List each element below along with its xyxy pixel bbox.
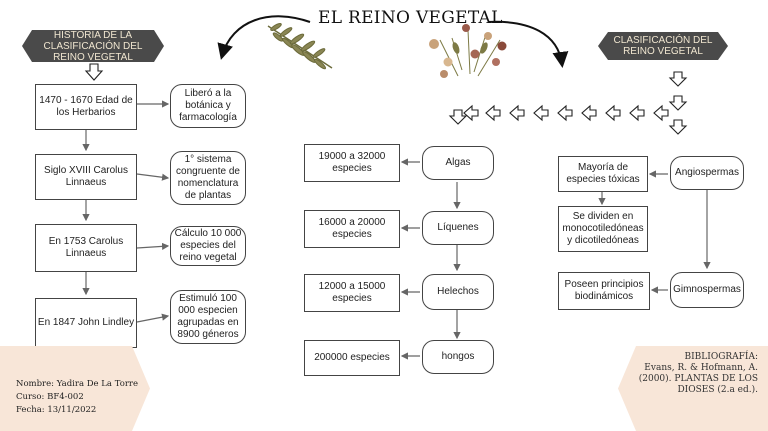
gimnospermas-note: Poseen principios biodinámicos	[558, 272, 650, 310]
author-date: Fecha: 13/11/2022	[16, 404, 138, 417]
species-count-algas: 19000 a 32000 especies	[304, 144, 400, 182]
history-event-1: 1470 - 1670 Edad de los Herbarios	[35, 84, 137, 130]
left-header: HISTORIA DE LA CLASIFICACIÓN DEL REINO V…	[22, 30, 164, 62]
angiospermas-note-division: Se dividen en monocotiledóneas y dicotil…	[558, 206, 648, 252]
author-name: Nombre: Yadira De La Torre	[16, 378, 138, 391]
gimnospermas-node: Gimnospermas	[670, 272, 744, 308]
species-count-helechos: 12000 a 15000 especies	[304, 274, 400, 312]
group-liquenes: Líquenes	[422, 211, 494, 245]
history-detail-1: Liberó a la botánica y farmacología	[170, 84, 246, 128]
author-course: Curso: BF4-002	[16, 391, 138, 404]
group-algas: Algas	[422, 146, 494, 180]
history-detail-4: Estimuló 100 000 especien agrupadas en 8…	[170, 290, 246, 344]
history-event-2: Siglo XVIII Carolus Linnaeus	[35, 154, 137, 200]
history-event-3: En 1753 Carolus Linnaeus	[35, 224, 137, 272]
history-detail-2: 1° sistema congruente de nomenclatura de…	[170, 151, 246, 205]
bibliography-line-1: Evans, R. & Hofmann, A.	[626, 363, 758, 374]
flower-sprig-illustration	[429, 24, 507, 78]
history-detail-3: Cálculo 10 000 especies del reino vegeta…	[170, 226, 246, 266]
bibliography-line-2: (2000). PLANTAS DE LOS	[626, 374, 758, 385]
group-hongos: hongos	[422, 340, 494, 374]
page-title: EL REINO VEGETAL	[318, 8, 503, 28]
angiospermas-note-toxic: Mayoría de especies tóxicas	[558, 156, 648, 192]
species-count-liquenes: 16000 a 20000 especies	[304, 210, 400, 248]
history-event-4: En 1847 John Lindley	[35, 298, 137, 348]
angiospermas-node: Angiospermas	[670, 156, 744, 190]
bibliography-line-3: DIOSES (2.a ed.).	[626, 385, 758, 396]
species-count-hongos: 200000 especies	[304, 340, 400, 376]
bibliography-heading: BIBLIOGRAFÍA:	[626, 352, 758, 363]
group-helechos: Helechos	[422, 274, 494, 310]
fern-leaf-illustration	[268, 22, 332, 70]
right-header: CLASIFICACIÓN DEL REINO VEGETAL	[598, 32, 728, 60]
author-info: Nombre: Yadira De La Torre Curso: BF4-00…	[16, 378, 138, 417]
bibliography-text: BIBLIOGRAFÍA: Evans, R. & Hofmann, A. (2…	[626, 352, 758, 396]
